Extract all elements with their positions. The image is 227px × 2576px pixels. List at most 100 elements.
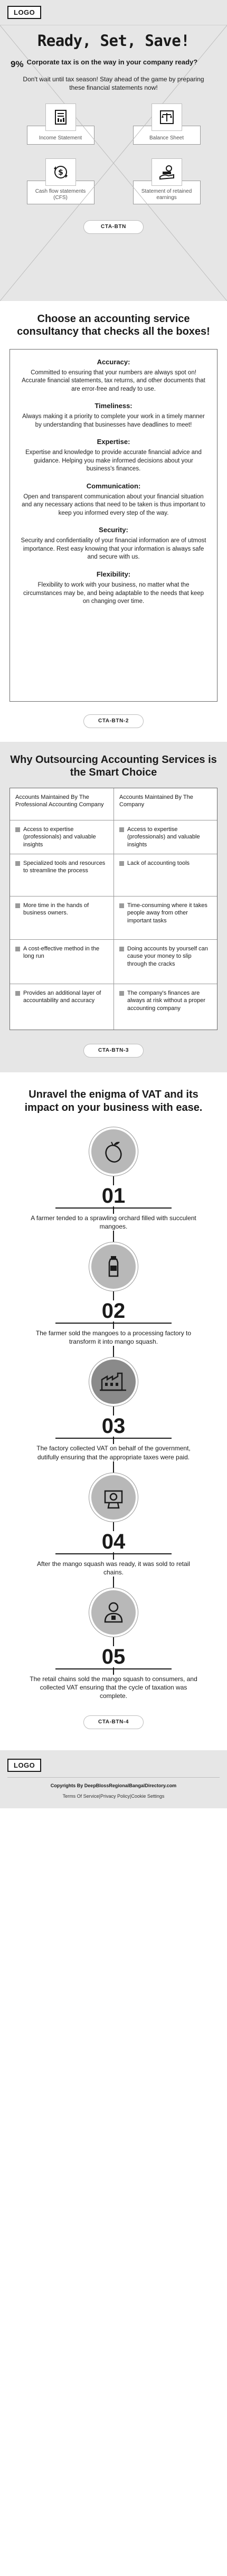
bullet-icon — [119, 946, 124, 951]
cell-text: Access to expertise (professionals) and … — [127, 826, 200, 848]
hero-title: Ready, Set, Save! — [37, 32, 190, 50]
column-header: Accounts Maintained By The Professional … — [15, 794, 104, 808]
consumer-icon — [89, 1588, 138, 1637]
table-cell: Access to expertise (professionals) and … — [114, 820, 217, 855]
cta-button-3[interactable]: CTA-BTN-3 — [83, 1043, 144, 1058]
statement-card: Statement of retained earnings — [125, 158, 208, 205]
logo[interactable]: LOGO — [7, 6, 42, 19]
feature-title: Accuracy: — [97, 357, 130, 366]
footer-links[interactable]: Terms Of Service|Privacy Policy|Cookie S… — [62, 1793, 165, 1799]
table-cell: Time-consuming where it takes people awa… — [114, 896, 217, 939]
footer-logo[interactable]: LOGO — [7, 1758, 42, 1772]
feature-text: Committed to ensuring that your numbers … — [22, 369, 205, 392]
cell-text: The company's finances are always at ris… — [127, 989, 205, 1012]
feature-text: Expertise and knowledge to provide accur… — [25, 449, 202, 473]
step-divider — [55, 1668, 172, 1670]
table-cell: Lack of accounting tools — [114, 854, 217, 896]
step-text: The farmer sold the mangoes to a process… — [29, 1328, 198, 1346]
bullet-icon — [119, 827, 124, 832]
table-cell: Access to expertise (professionals) and … — [10, 820, 114, 855]
cell-text: Lack of accounting tools — [127, 860, 190, 866]
feature-title: Timeliness: — [94, 402, 133, 410]
table-row: Access to expertise (professionals) and … — [10, 820, 217, 855]
step-divider — [55, 1207, 172, 1209]
feature-title: Flexibility: — [96, 570, 131, 578]
feature-title: Expertise: — [97, 438, 130, 446]
section-title: Why Outsourcing Accounting Services is t… — [10, 753, 217, 779]
table-row: Specialized tools and resources to strea… — [10, 854, 217, 897]
footer-divider — [7, 1777, 220, 1778]
feature-text: Security and confidentiality of your fin… — [21, 537, 206, 561]
cell-text: More time in the hands of business owner… — [23, 902, 89, 917]
feature-title: Communication: — [86, 482, 141, 490]
table-cell: A cost-effective method in the long run — [10, 940, 114, 984]
step-number: 02 — [99, 1300, 128, 1322]
hero-subtitle: Don't wait until tax season! Stay ahead … — [23, 76, 204, 92]
vat-step: 02 The farmer sold the mangoes to a proc… — [12, 1242, 215, 1357]
cell-text: Provides an additional layer of accounta… — [23, 989, 101, 1004]
consultancy-section: Choose an accounting service consultancy… — [0, 301, 227, 742]
section-title: Choose an accounting service consultancy… — [17, 313, 210, 338]
retained-earnings-icon — [151, 158, 182, 186]
vat-journey: 01 A farmer tended to a sprawling orchar… — [12, 1127, 215, 1712]
svg-text:$: $ — [58, 168, 63, 177]
vat-step: 03 The factory collected VAT on behalf o… — [12, 1357, 215, 1473]
page: LOGO Ready, Set, Save! 9% Corporate tax … — [0, 0, 227, 1808]
step-divider — [55, 1553, 172, 1554]
income-statement-icon — [45, 103, 76, 131]
top-bar: LOGO — [0, 0, 227, 25]
bullet-icon — [15, 990, 20, 996]
bullet-icon — [15, 861, 20, 866]
step-text: The factory collected VAT on behalf of t… — [29, 1444, 198, 1461]
statement-card: $ Cash flow statements (CFS) — [19, 158, 102, 205]
feature-flexibility: Flexibility: Flexibility to work with yo… — [20, 570, 207, 606]
bullet-icon — [15, 903, 20, 908]
table-row: Provides an additional layer of accounta… — [10, 984, 217, 1030]
cell-text: Time-consuming where it takes people awa… — [127, 902, 207, 924]
vat-step: 01 A farmer tended to a sprawling orchar… — [12, 1127, 215, 1242]
copyright-text: Copyrights By DeepBlossRegionalBangalDir… — [50, 1782, 177, 1788]
hero-tax-line: 9% Corporate tax is on the way in your c… — [10, 58, 217, 70]
step-text: After the mango squash was ready, it was… — [29, 1559, 198, 1577]
cell-text: Specialized tools and resources to strea… — [23, 860, 106, 874]
factory-icon — [89, 1357, 138, 1407]
feature-timeliness: Timeliness: Always making it a priority … — [20, 402, 207, 429]
table-cell: More time in the hands of business owner… — [10, 897, 114, 939]
table-cell: The company's finances are always at ris… — [114, 984, 217, 1030]
bullet-icon — [15, 946, 20, 951]
statement-cards: Income Statement Balance Sheet $ Cash fl… — [10, 103, 217, 205]
mango-icon — [89, 1127, 138, 1176]
bullet-icon — [119, 903, 124, 908]
table-header-row: Accounts Maintained By The Professional … — [10, 788, 217, 820]
comparison-section: Why Outsourcing Accounting Services is t… — [0, 741, 227, 1072]
footer: LOGO Copyrights By DeepBlossRegionalBang… — [0, 1750, 227, 1808]
hero-section: Ready, Set, Save! 9% Corporate tax is on… — [0, 25, 227, 301]
cta-button-4[interactable]: CTA-BTN-4 — [83, 1715, 144, 1729]
step-divider — [55, 1438, 172, 1439]
tax-text: Corporate tax is on the way in your comp… — [26, 58, 198, 66]
cta-button[interactable]: CTA-BTN — [83, 220, 144, 234]
feature-text: Flexibility to work with your business, … — [23, 582, 204, 605]
step-text: A farmer tended to a sprawling orchard f… — [29, 1213, 198, 1231]
feature-communication: Communication: Open and transparent comm… — [20, 482, 207, 518]
section-title: Unravel the enigma of VAT and its impact… — [24, 1088, 203, 1114]
mango-squash-bottle-icon — [89, 1242, 138, 1291]
table-cell: Doing accounts by yourself can cause you… — [114, 939, 217, 984]
step-number: 04 — [99, 1531, 128, 1552]
statement-card: Income Statement — [19, 103, 102, 145]
vat-section: Unravel the enigma of VAT and its impact… — [0, 1072, 227, 1742]
step-number: 01 — [99, 1185, 128, 1206]
bullet-icon — [119, 861, 124, 866]
table-row: A cost-effective method in the long run … — [10, 939, 217, 984]
cta-button-2[interactable]: CTA-BTN-2 — [83, 714, 144, 728]
tax-percent: 9% — [11, 59, 24, 69]
statement-card: Balance Sheet — [125, 103, 208, 145]
step-text: The retail chains sold the mango squash … — [29, 1675, 198, 1701]
vat-step: 05 The retail chains sold the mango squa… — [12, 1588, 215, 1712]
cell-text: Doing accounts by yourself can cause you… — [127, 945, 208, 968]
comparison-table: Accounts Maintained By The Professional … — [10, 787, 217, 1030]
table-cell: Provides an additional layer of accounta… — [10, 984, 114, 1030]
cell-text: A cost-effective method in the long run — [23, 945, 100, 960]
column-header: Accounts Maintained By The Company — [114, 788, 217, 820]
step-number: 03 — [99, 1416, 128, 1437]
